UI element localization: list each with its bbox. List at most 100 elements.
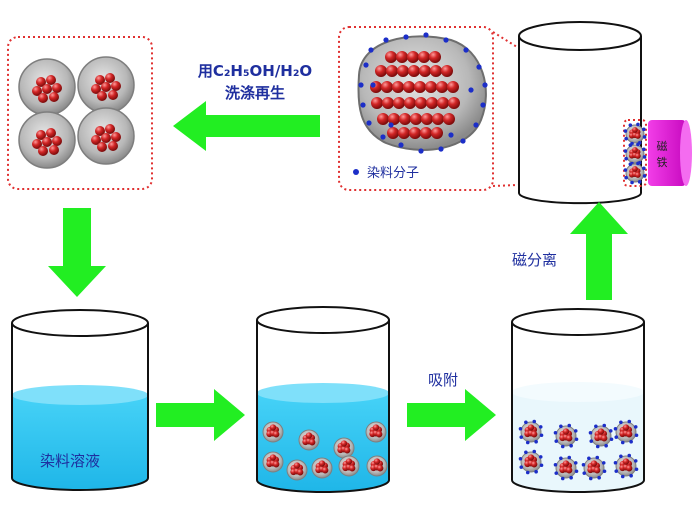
- composite-particle: [333, 437, 355, 459]
- core-nanoparticle: [387, 127, 399, 139]
- dye-molecule: [463, 47, 469, 53]
- core-nanoparticle: [388, 113, 400, 125]
- core-nanoparticle: [385, 51, 397, 63]
- magnet-label-2: 铁: [657, 156, 668, 169]
- composite-particle: [581, 455, 607, 481]
- adsorbed-beaker: [511, 308, 645, 493]
- composite-particle: [365, 421, 387, 443]
- dye-molecule: [476, 64, 482, 70]
- dye-molecule: [480, 102, 486, 108]
- magnet: 磁 铁: [648, 120, 692, 186]
- core-nanoparticle: [375, 65, 387, 77]
- dye-molecule: [383, 37, 389, 43]
- composite-particle: [588, 423, 614, 449]
- composite-particle: [262, 421, 284, 443]
- core-nanoparticle: [377, 113, 389, 125]
- core-nanoparticle: [432, 113, 444, 125]
- down-arrow: [48, 208, 106, 297]
- core-nanoparticle: [419, 65, 431, 77]
- composite-particle: [553, 423, 579, 449]
- composite-particle: [613, 419, 639, 445]
- core-nanoparticle: [398, 127, 410, 139]
- wash-text: 洗涤再生: [225, 84, 285, 102]
- core-nanoparticle: [408, 65, 420, 77]
- zoomed-particle: [357, 32, 488, 154]
- wash-arrow: [173, 101, 320, 151]
- composite-particle: [311, 457, 333, 479]
- dye-molecule: [360, 102, 366, 108]
- composite-particle: [518, 449, 544, 475]
- core-nanoparticle: [414, 81, 426, 93]
- core-nanoparticle: [425, 81, 437, 93]
- core-nanoparticle: [420, 127, 432, 139]
- core-nanoparticle: [409, 127, 421, 139]
- core-nanoparticle: [410, 113, 422, 125]
- regenerated-particles-panel: [7, 36, 153, 190]
- core-nanoparticle: [382, 97, 394, 109]
- dye-molecule: [482, 82, 488, 88]
- composite-particle: [613, 453, 639, 479]
- core-nanoparticle: [371, 97, 383, 109]
- dye-molecule: [368, 47, 374, 53]
- dye-solution-beaker: 染料溶液: [11, 309, 149, 491]
- core-nanoparticle: [386, 65, 398, 77]
- clean-particle: [77, 107, 135, 165]
- core-nanoparticle: [393, 97, 405, 109]
- core-nanoparticle: [443, 113, 455, 125]
- core-nanoparticle: [441, 65, 453, 77]
- dye-molecule: [366, 120, 372, 126]
- core-nanoparticle: [399, 113, 411, 125]
- dye-molecule: [423, 32, 429, 38]
- dye-molecule: [418, 148, 424, 154]
- wash-formula-text: 用C₂H₅OH/H₂O: [198, 62, 312, 80]
- dye-molecule-legend-label: 染料分子: [367, 166, 419, 181]
- composite-particle: [518, 419, 544, 445]
- core-nanoparticle: [404, 97, 416, 109]
- dye-molecule-legend-dot: [353, 169, 359, 175]
- separation-beaker: [518, 21, 647, 205]
- clean-particle: [18, 111, 76, 169]
- composite-particle: [298, 429, 320, 451]
- composite-particle: [286, 459, 308, 481]
- dye-molecule: [380, 134, 386, 140]
- mix-arrow: [156, 389, 245, 441]
- dye-molecule: [370, 82, 376, 88]
- core-nanoparticle: [392, 81, 404, 93]
- clean-particle: [18, 58, 76, 116]
- dye-solution-label: 染料溶液: [40, 452, 100, 470]
- composite-particle: [338, 455, 360, 477]
- dye-molecule: [403, 34, 409, 40]
- core-nanoparticle: [436, 81, 448, 93]
- composite-particle: [553, 455, 579, 481]
- dye-molecule: [388, 122, 394, 128]
- up-arrow: [570, 202, 628, 300]
- core-nanoparticle: [415, 97, 427, 109]
- dye-molecule: [460, 138, 466, 144]
- core-nanoparticle: [431, 127, 443, 139]
- core-nanoparticle: [407, 51, 419, 63]
- core-nanoparticle: [396, 51, 408, 63]
- magnet-label-1: 磁: [657, 140, 668, 153]
- clean-particle: [77, 56, 135, 114]
- dye-molecule: [448, 132, 454, 138]
- core-nanoparticle: [429, 51, 441, 63]
- dye-molecule: [358, 82, 364, 88]
- dye-molecule: [438, 146, 444, 152]
- core-nanoparticle: [397, 65, 409, 77]
- zoom-panel: 染料分子: [338, 26, 494, 191]
- adsorb-arrow: [407, 389, 496, 441]
- mixed-beaker: [256, 306, 390, 493]
- core-nanoparticle: [448, 97, 460, 109]
- magnetic-separation-label: 磁分离: [512, 251, 557, 269]
- wash-label: 用C₂H₅OH/H₂O 洗涤再生: [198, 62, 312, 102]
- core-nanoparticle: [437, 97, 449, 109]
- dye-molecule: [468, 87, 474, 93]
- dye-molecule: [398, 142, 404, 148]
- composite-particle: [623, 122, 647, 146]
- adsorb-label: 吸附: [428, 371, 458, 389]
- core-nanoparticle: [418, 51, 430, 63]
- core-nanoparticle: [426, 97, 438, 109]
- composite-particle: [623, 142, 647, 166]
- composite-particle: [262, 451, 284, 473]
